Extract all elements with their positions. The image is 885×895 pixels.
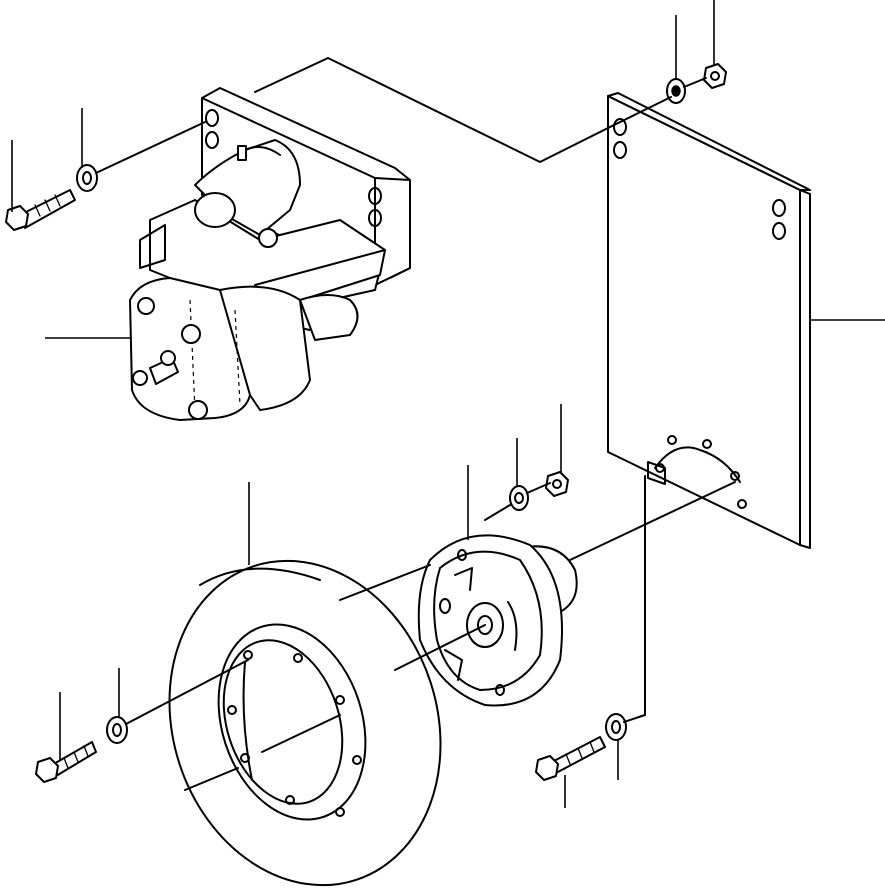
caliper-bolt xyxy=(5,189,76,231)
fasteners xyxy=(5,63,727,783)
plate-bolt-hole xyxy=(772,199,786,217)
callout-leaders xyxy=(11,0,885,808)
plate-bolt xyxy=(535,736,606,781)
brake-caliper-assembly xyxy=(129,87,411,421)
plate-bolt-washer xyxy=(605,713,627,741)
mounting-plate xyxy=(607,92,811,549)
flange-washer xyxy=(509,485,529,511)
flange-nut xyxy=(545,471,569,497)
plate-bolt-hole xyxy=(772,222,786,240)
plate-bolt-hole xyxy=(613,141,627,159)
brake-disc xyxy=(168,559,442,887)
plate-bolt-hole xyxy=(613,118,627,136)
plate-washer xyxy=(666,78,686,104)
disc-washer xyxy=(106,716,128,744)
caliper-washer xyxy=(76,164,98,192)
disc-bolt xyxy=(35,741,97,783)
plate-nut xyxy=(703,63,727,89)
assembly-lines xyxy=(95,57,736,791)
drive-flange xyxy=(417,534,578,707)
